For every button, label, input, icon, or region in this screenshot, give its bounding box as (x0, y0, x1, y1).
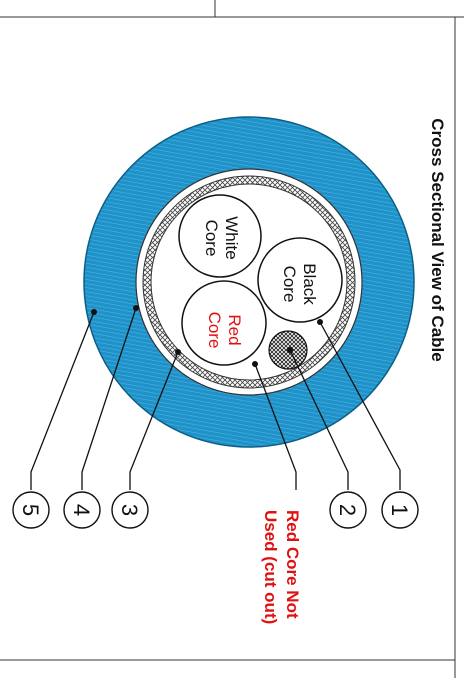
callout-5-number: 5 (18, 504, 43, 516)
white-core (178, 194, 262, 278)
callout-5: 5 (12, 491, 50, 529)
callout-4-number: 4 (69, 504, 94, 516)
leader-lines (30, 307, 401, 490)
callout-2-number: 2 (335, 504, 360, 516)
leader-dots (91, 305, 323, 367)
callout-2: 2 (329, 491, 367, 529)
red-core-label: Red (225, 314, 244, 345)
red-core-note: Red Core Not Used (cut out) (261, 510, 302, 624)
callout-4: 4 (63, 491, 101, 529)
callout-3-number: 3 (117, 504, 142, 516)
red-core (181, 280, 267, 366)
svg-text:Core: Core (280, 266, 299, 303)
cable-cross-section (83, 116, 415, 448)
callout-1: 1 (381, 491, 419, 529)
svg-text:Core: Core (202, 220, 221, 257)
black-core (257, 237, 343, 323)
diagram-title: Cross Sectional View of Cable (428, 118, 447, 361)
black-core-label: Black (300, 263, 319, 305)
callout-3: 3 (111, 491, 149, 529)
svg-text:Core: Core (205, 312, 224, 349)
callout-1-number: 1 (387, 504, 412, 516)
white-core-label: White (222, 216, 241, 259)
